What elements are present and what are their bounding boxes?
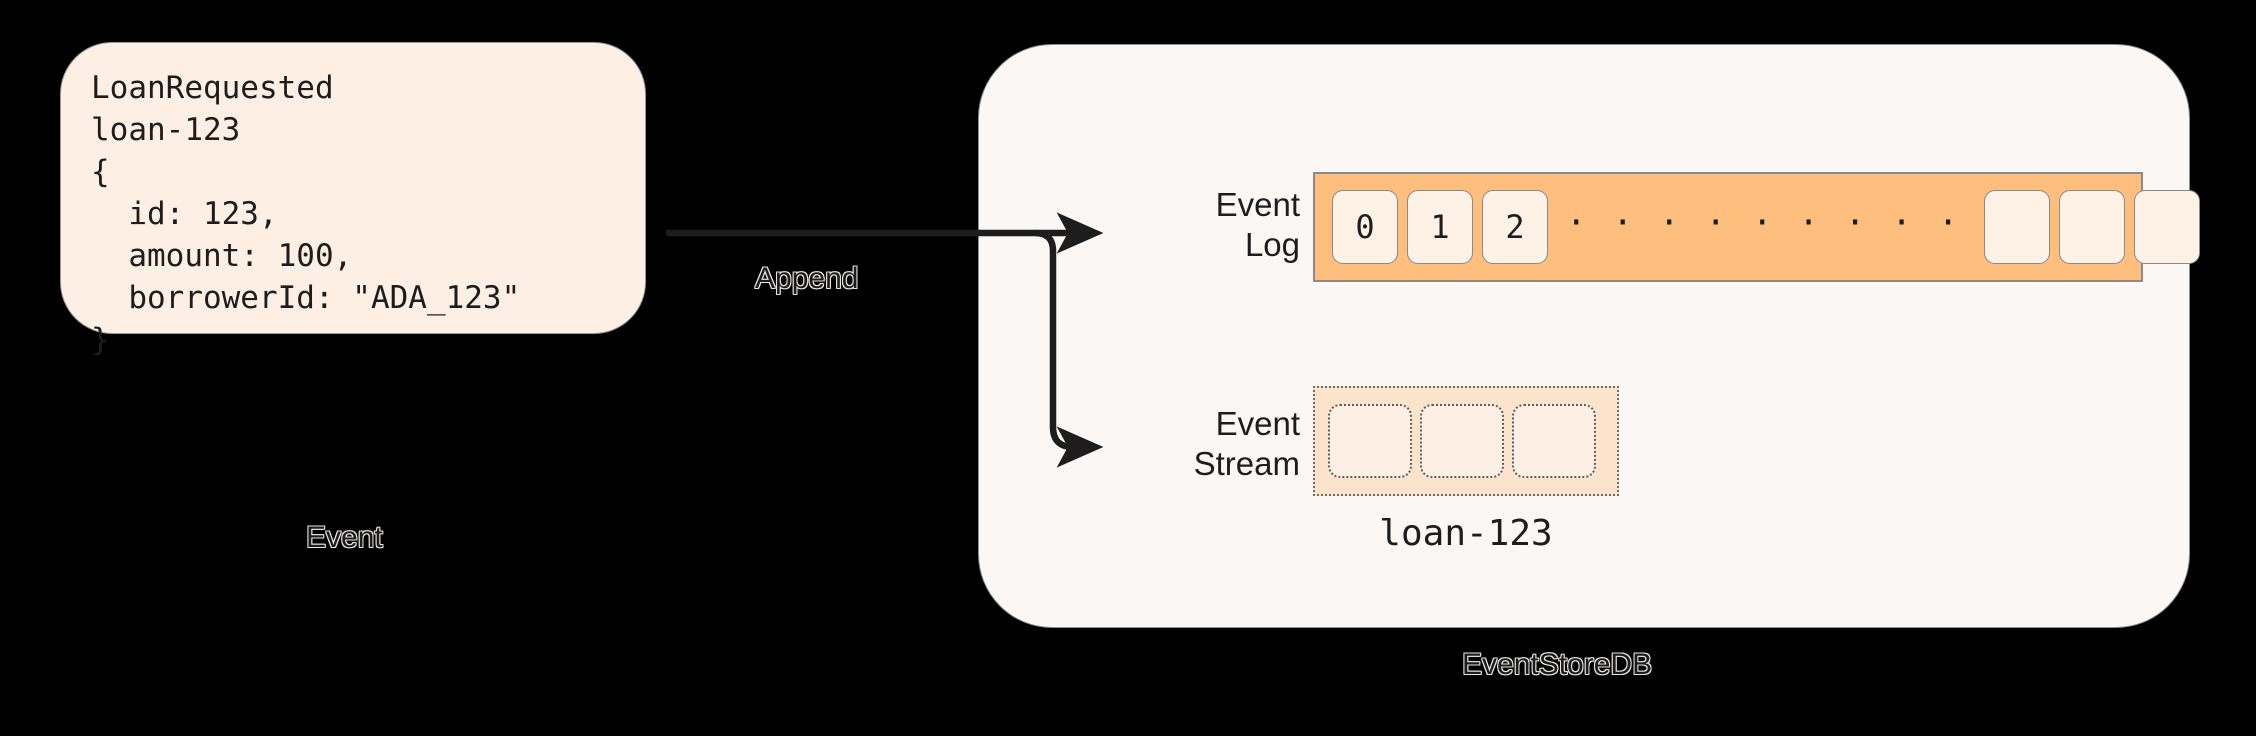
eventstoredb-container: [978, 44, 2190, 628]
append-arrow-label: Append: [755, 262, 859, 295]
event-log-label: Event Log: [1215, 186, 1300, 263]
event-stream-cell-1: [1328, 404, 1412, 478]
event-log-cell-empty-2: [2059, 190, 2126, 264]
eventstoredb-caption: EventStoreDB: [1462, 648, 1653, 681]
event-stream-cell-2: [1420, 404, 1504, 478]
event-log-cell-0: 0: [1332, 190, 1398, 264]
event-card-caption: Event: [306, 521, 383, 554]
event-stream-box: [1313, 386, 1619, 496]
event-stream-label: Event Stream: [1193, 405, 1300, 482]
event-log-bar: 0 1 2 · · · · · · · · ·: [1313, 172, 2201, 282]
event-payload-code: LoanRequested loan-123 { id: 123, amount…: [91, 70, 521, 358]
event-card: LoanRequested loan-123 { id: 123, amount…: [60, 42, 646, 358]
event-stream-cell-3: [1512, 404, 1596, 478]
event-log-cell-empty-1: [1984, 190, 2051, 264]
event-stream-name: loan-123: [1379, 513, 1553, 554]
event-log-cell-empty-3: [2134, 190, 2201, 264]
event-log-ellipsis: · · · · · · · · ·: [1566, 203, 1967, 243]
event-log-cell-2: 2: [1482, 190, 1548, 264]
event-log-cell-1: 1: [1407, 190, 1473, 264]
